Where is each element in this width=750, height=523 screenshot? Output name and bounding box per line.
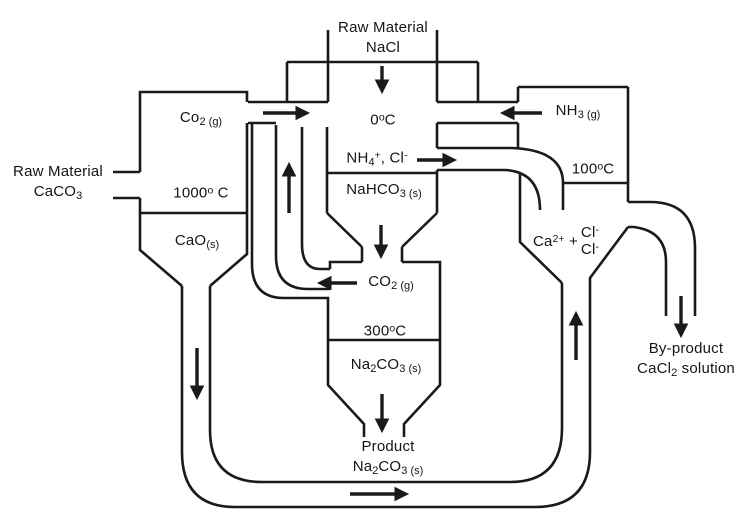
- kiln-co2-right-arrow: [263, 105, 311, 121]
- co2-recycle-channel-bottom: [274, 125, 330, 291]
- label-nh4-cl: NH4+, Cl-: [346, 149, 408, 169]
- label-cl-bottom: Cl-: [580, 241, 599, 258]
- label-temp-100c: 100oC: [571, 160, 615, 178]
- nh4cl-right-arrow: [417, 152, 458, 168]
- kiln-right-wall-and-funnel: [209, 123, 249, 287]
- co2-recycle-up-arrow: [281, 161, 297, 213]
- nacl-feed-down-arrow: [374, 66, 390, 95]
- label-ca-cl-ions: Ca2+ + Cl- Cl-: [533, 223, 599, 257]
- drain-inner-wall: [628, 225, 668, 316]
- co2-return-left-arrow: [316, 275, 357, 291]
- label-nahco3: NaHCO3 (s): [346, 181, 422, 200]
- drain-outer-wall: [628, 200, 697, 316]
- recycle-loop-inner: [208, 283, 564, 484]
- label-product-line1: Product: [361, 438, 415, 455]
- tower-funnel-right-slope: [401, 212, 438, 248]
- right-funnel-left-wall: [518, 174, 563, 284]
- kiln-outline: [138, 90, 249, 172]
- flow-arrows: [189, 66, 689, 502]
- label-raw-material-nacl-line2: NaCl: [365, 39, 401, 56]
- label-byproduct-line1: By-product: [648, 340, 724, 357]
- nh4cl-channel-bottom-diptube: [437, 168, 542, 211]
- label-raw-material-nacl-line1: Raw Material: [338, 19, 428, 36]
- calciner-top-left-edge: [328, 260, 362, 269]
- label-kiln-co2: Co2 (g): [179, 109, 223, 128]
- label-cao: CaO(s): [174, 232, 220, 251]
- cao-down-arrow: [189, 348, 205, 401]
- nh3-return-left-arrow: [499, 105, 542, 121]
- bottom-pipe-right-arrow: [350, 486, 410, 502]
- label-product-line2: Na2CO3 (s): [352, 458, 424, 477]
- product-out-down-arrow: [374, 394, 390, 434]
- label-product: Product Na2CO3 (s): [353, 437, 424, 481]
- tower-funnel-left-slope: [326, 212, 363, 248]
- label-na2co3: Na2CO3 (s): [350, 356, 422, 375]
- calciner-right-outline: [402, 260, 442, 437]
- riser-up-arrow: [568, 310, 584, 360]
- label-cl-stack: Cl- Cl-: [581, 223, 599, 257]
- label-raw-material-caco3-line2: CaCO3: [33, 183, 83, 202]
- byproduct-down-arrow: [673, 296, 689, 339]
- nahco3-neck-down-arrow: [373, 225, 389, 260]
- label-byproduct: By-product CaCl2 solution: [637, 339, 735, 383]
- label-raw-material-nacl: Raw Material NaCl: [338, 18, 428, 58]
- nh4cl-channel-top-diptube: [437, 146, 565, 184]
- label-temp-1000c: 1000o C: [173, 184, 229, 202]
- label-raw-material-caco3-line1: Raw Material: [13, 163, 103, 180]
- label-ca-cl-prefix: Ca2+ +: [533, 232, 578, 250]
- recycle-loop-outer: [180, 226, 630, 509]
- co2-recycle-channel-top: [300, 127, 330, 271]
- label-temp-300c: 300oC: [363, 322, 407, 340]
- label-co2-return: CO2 (g): [368, 273, 414, 292]
- label-raw-material-caco3: Raw Material CaCO3: [13, 162, 103, 206]
- kiln-left-wall-and-funnel: [138, 198, 183, 287]
- vessel-and-pipe-walls: [113, 30, 697, 509]
- co2-recycle-outer-wall: [250, 123, 366, 437]
- label-nh3: NH3 (g): [555, 102, 601, 121]
- label-byproduct-line2: CaCl2 solution: [637, 360, 735, 379]
- label-cl-top: Cl-: [580, 224, 599, 241]
- label-temp-0c: 0oC: [370, 111, 396, 129]
